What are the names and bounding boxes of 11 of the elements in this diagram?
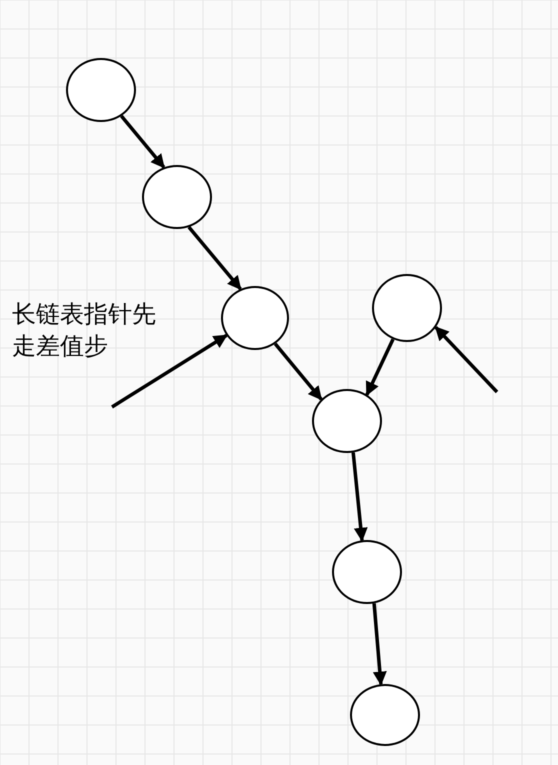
annotation-text: 长链表指针先走差值步 — [12, 299, 157, 362]
arrow — [120, 114, 166, 168]
arrow — [111, 334, 228, 408]
arrow — [274, 342, 323, 400]
arrow — [365, 338, 395, 396]
list-node-circle — [142, 165, 212, 229]
arrow — [188, 226, 242, 290]
arrow — [351, 452, 368, 542]
arrow — [372, 603, 387, 686]
arrow — [434, 326, 498, 394]
list-node-circle — [221, 286, 289, 350]
